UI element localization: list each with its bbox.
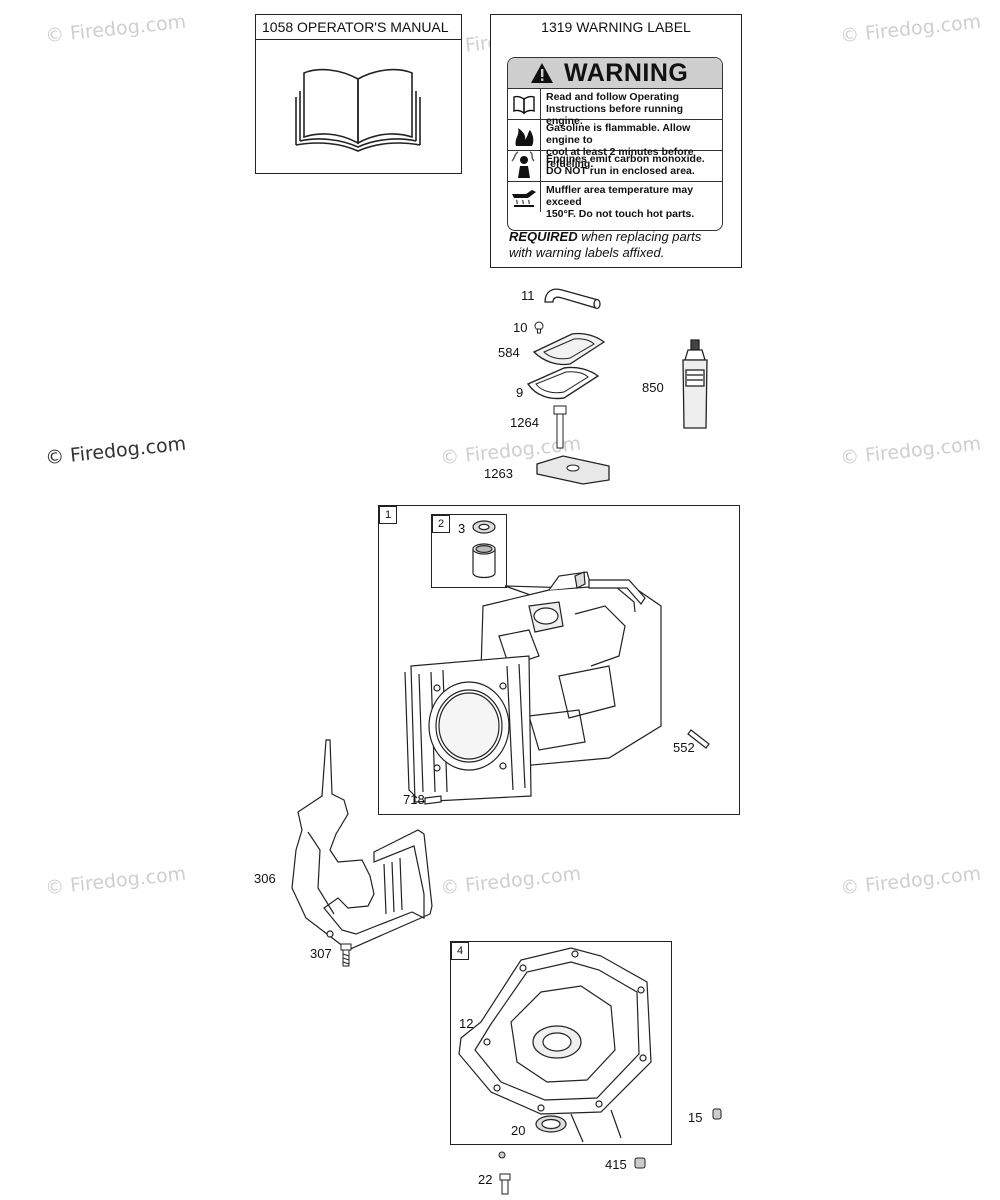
required-note-rest: when replacing parts bbox=[577, 229, 702, 244]
watermark: © Firedog.com bbox=[839, 10, 983, 48]
warning-triangle-icon bbox=[531, 63, 553, 83]
watermark: © Firedog.com bbox=[44, 10, 188, 48]
watermark: © Firedog.com bbox=[44, 862, 188, 900]
required-note-bold: REQUIRED bbox=[509, 229, 578, 244]
warning-row: Engines emit carbon monoxide.DO NOT run … bbox=[508, 151, 722, 182]
warning-row-line1: Gasoline is flammable. Allow engine to bbox=[546, 122, 691, 146]
watermark: © Firedog.com bbox=[44, 432, 188, 470]
cylinder-shield-part[interactable] bbox=[278, 738, 458, 958]
part-label-1263: 1263 bbox=[484, 466, 513, 481]
part-label-22: 22 bbox=[478, 1172, 493, 1187]
part-label-9: 9 bbox=[516, 385, 524, 400]
drain-plug-part[interactable] bbox=[633, 1156, 647, 1170]
breather-cover-part[interactable] bbox=[530, 330, 610, 370]
part-label-1264: 1264 bbox=[510, 415, 539, 430]
sealant-tube-part[interactable] bbox=[675, 338, 715, 433]
watermark: © Firedog.com bbox=[439, 862, 583, 900]
warning-header: WARNING bbox=[508, 58, 722, 89]
part-label-415: 415 bbox=[605, 1157, 627, 1172]
warning-heading: WARNING bbox=[564, 59, 689, 87]
sump-cover-part[interactable] bbox=[451, 942, 671, 1144]
part-label-10: 10 bbox=[513, 320, 528, 335]
operators-manual-box[interactable]: 1058 OPERATOR'S MANUAL bbox=[255, 14, 462, 174]
part-label-20: 20 bbox=[511, 1123, 526, 1138]
dipstick-screw-part[interactable] bbox=[498, 1172, 512, 1196]
warning-row-line2: 150°F. Do not touch hot parts. bbox=[546, 208, 695, 220]
screw-part[interactable] bbox=[532, 320, 546, 334]
part-label-15: 15 bbox=[688, 1110, 703, 1125]
crankcase-cover-box[interactable]: 4 12 20 bbox=[450, 941, 672, 1145]
required-note-line2: with warning labels affixed. bbox=[509, 245, 665, 260]
breather-tube-part[interactable] bbox=[540, 282, 610, 312]
watermark: © Firedog.com bbox=[839, 432, 983, 470]
callout-1: 1 bbox=[379, 506, 397, 524]
open-book-icon bbox=[295, 68, 421, 152]
part-label-3: 3 bbox=[458, 521, 466, 536]
warning-label-title: 1319 WARNING LABEL bbox=[541, 19, 691, 35]
plug-part[interactable] bbox=[711, 1107, 723, 1121]
callout-2: 2 bbox=[432, 515, 450, 533]
cylinder-block-part[interactable] bbox=[379, 506, 739, 814]
part-label-850: 850 bbox=[642, 380, 664, 395]
part-label-306: 306 bbox=[254, 871, 276, 886]
warning-row-line1: Engines emit carbon monoxide. bbox=[546, 153, 705, 165]
warning-row-line1: Read and follow Operating bbox=[546, 91, 680, 103]
part-label-718: 718 bbox=[403, 792, 425, 807]
watermark: © Firedog.com bbox=[839, 862, 983, 900]
fumes-icon bbox=[508, 151, 541, 181]
reed-plate-part[interactable] bbox=[533, 452, 613, 488]
warning-row-line1: Muffler area temperature may exceed bbox=[546, 184, 694, 208]
warning-row-line2: Instructions before running engine. bbox=[546, 103, 684, 127]
bushing-part[interactable] bbox=[464, 515, 504, 585]
flame-icon bbox=[508, 120, 541, 150]
operators-manual-title: 1058 OPERATOR'S MANUAL bbox=[256, 15, 461, 40]
bolt-part[interactable] bbox=[550, 404, 570, 454]
cylinder-assembly-box[interactable]: 1 2 3 bbox=[378, 505, 740, 815]
warning-label-box[interactable]: 1319 WARNING LABEL WARNING Read and foll… bbox=[490, 14, 742, 268]
part-label-584: 584 bbox=[498, 345, 520, 360]
callout-4: 4 bbox=[451, 942, 469, 960]
shield-screw-part[interactable] bbox=[338, 942, 354, 970]
part-label-11: 11 bbox=[521, 288, 535, 303]
part-label-307: 307 bbox=[310, 946, 332, 961]
small-plug-part[interactable] bbox=[497, 1150, 507, 1160]
warning-row-line2: DO NOT run in enclosed area. bbox=[546, 165, 695, 177]
warning-row-line2: cool at least 2 minutes before refueling… bbox=[546, 146, 694, 170]
part-label-552: 552 bbox=[673, 740, 695, 755]
part-label-12: 12 bbox=[459, 1016, 474, 1031]
required-note: REQUIRED when replacing parts with warni… bbox=[509, 229, 701, 261]
hot-surface-icon bbox=[508, 182, 541, 212]
piston-kit-box[interactable]: 2 3 bbox=[431, 514, 507, 588]
gasket-part[interactable] bbox=[524, 364, 604, 404]
book-icon bbox=[508, 89, 541, 119]
